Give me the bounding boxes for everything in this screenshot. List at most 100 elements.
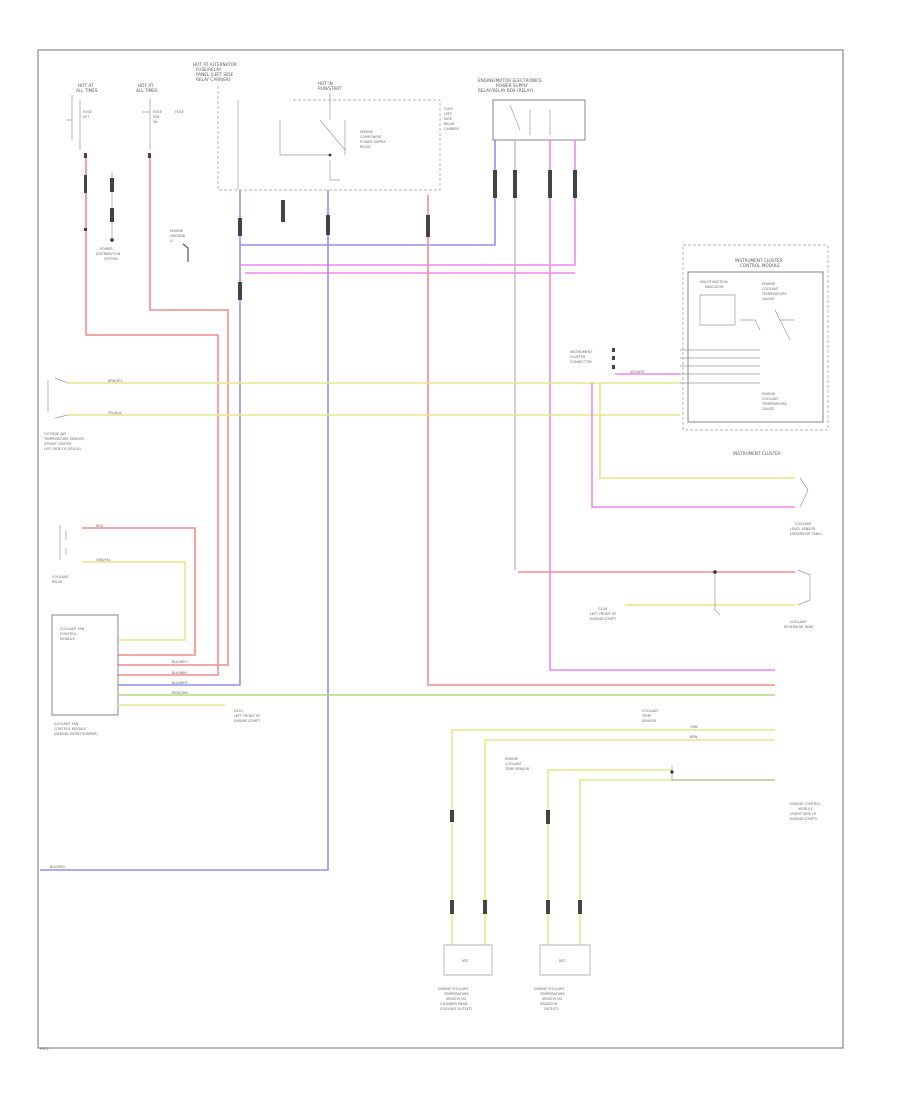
intake-label-3: (FRONT CENTER: [44, 442, 72, 446]
sensor-right-ntc: NTC: [559, 959, 566, 963]
coolant-level-1: COOLANT: [795, 522, 813, 526]
ground-mid-1: G104: [598, 607, 607, 611]
sensor-right-caption-5: OUTLET): [544, 1007, 559, 1011]
wire-yel-sensor-right-a: [547, 769, 672, 945]
relay-label-4: RELAY: [360, 145, 372, 149]
wire-label-blk-wht: BLK/WHT: [172, 660, 188, 664]
splice-dot: [110, 238, 114, 242]
coolant-module-title-3: MODULE: [60, 637, 75, 641]
wire-label-brn: BRN: [690, 735, 698, 739]
connector-pin: [612, 365, 615, 369]
bottom-left-wire-label: BLU/RED: [50, 865, 65, 869]
wire-label-red: RED: [96, 524, 103, 528]
coolant-module-title-1: COOLANT FAN: [60, 627, 85, 631]
sensor-right-caption-4: RADIATOR: [540, 1002, 558, 1006]
sensor-right-caption-1: ENGINE COOLANT: [534, 987, 566, 991]
wire-yel-sensor-left-b: [484, 739, 775, 945]
coolant-reservoir-1: COOLANT: [790, 620, 808, 624]
coolant-reservoir-2: RESERVOIR TANK: [784, 625, 814, 629]
relay-block-title-2: FUSE/RELAY: [196, 67, 222, 72]
wire-red-sf7: [85, 158, 219, 676]
coolant-module-title-2: CONTROL: [60, 632, 77, 636]
intake-label-4: LEFT SIDE OF GRILLE): [44, 447, 82, 451]
ic-title-1: INSTRUMENT CLUSTER: [735, 258, 783, 263]
ic-inner-label-2: COOLANT: [762, 287, 780, 291]
right-fuse-1: FUSE: [444, 107, 453, 111]
ecm-conn2-2: COOLANT: [505, 762, 523, 766]
connector-pin: [110, 178, 114, 192]
coolant-module-caption-2: CONTROL MODULE: [54, 727, 86, 731]
wire-blu-red-long: [40, 190, 329, 871]
instrument-cluster: INSTRUMENT CLUSTER CONTROL MODULE MULTIF…: [680, 244, 829, 456]
sensor-left-caption-3: SENSOR (AT: [446, 997, 467, 1001]
power-distribution-2: DISTRIBUTION: [96, 252, 121, 256]
wire-label-blk-brn: BLK/BRN: [172, 671, 187, 675]
coolant-module-caption-1: COOLANT FAN: [54, 722, 79, 726]
wire-label-grn: GRN: [690, 725, 698, 729]
fuse-sf7-label-1: FUSE: [83, 110, 92, 114]
coolant-level-3: (RESERVOIR TANK): [790, 532, 823, 536]
ic-title-2: CONTROL MODULE: [740, 263, 780, 268]
wire-pink-level-sensor: [591, 383, 795, 508]
ground-mid-2: LEFT FRONT OF: [590, 612, 616, 616]
coolant-fan-module: COOLANT FAN CONTROL MODULE COOLANT FAN C…: [51, 614, 775, 736]
power-distribution-3: SYSTEM: [104, 257, 118, 261]
intake-label-2: TEMPERATURE SENSOR: [43, 437, 84, 441]
ic-lower-label-1: ENGINE: [762, 392, 775, 396]
relay-block-title-1: HOT AT ALTERNATOR: [193, 62, 237, 67]
ecm-caption-1: ENGINE CONTROL: [790, 802, 821, 806]
ic-inner-title-1: MULTIFUNCTION: [700, 280, 728, 284]
sensor-left-caption-2: TEMPERATURE: [443, 992, 469, 996]
coolant-relay-label-2: RELAY: [52, 580, 64, 584]
fuse-sf8-group: HOT AT ALL TIMES FUSE SF8 5A FUSE: [136, 83, 184, 150]
coolant-module-caption-3: (BEHIND FRONT BUMPER): [54, 732, 99, 736]
ic-left-text-2: CLUSTER: [570, 355, 586, 359]
wire-label-grn-yel: GRN/YEL: [96, 558, 111, 562]
wire-yel-sensor-right-b: [579, 779, 775, 945]
relay-block-title-4: RELAY CARRIER): [196, 77, 231, 82]
hot-at-all-times-a-line2: ALL TIMES: [76, 88, 98, 93]
relay-contact-dot: [328, 153, 332, 157]
connector-pin: [84, 153, 87, 158]
ic-inner-box: [687, 271, 824, 423]
power-distribution-1: POWER: [100, 247, 113, 251]
engine-control-module: ENGINE CONTROL MODULE (RIGHT SIDE OF ENG…: [504, 709, 821, 821]
ecm-conn2-1: ENGINE: [505, 757, 518, 761]
relay-box-outline: [492, 99, 586, 141]
engine-ground-label-1: ENGINE: [170, 229, 183, 233]
ecm-caption-4: ENGINE COMPT): [790, 817, 818, 821]
wire-yel-sensor-left-a: [451, 729, 775, 945]
coolant-relay-label-1: COOLANT: [52, 575, 70, 579]
ic-left-text-1: INSTRUMENT: [570, 350, 593, 354]
relay-label-1: ENGINE: [360, 130, 373, 134]
coolant-relay: COOLANT RELAY RED GRN/YEL: [52, 524, 196, 656]
connector-pin: [612, 348, 615, 352]
relay-block-title-3: PANEL (LEFT SIDE: [196, 72, 234, 77]
top-right-title-1: ENGINE/MOTOR ELECTRONICS: [478, 78, 542, 83]
right-fuse-5: CARRIER: [444, 127, 460, 131]
connector-pin: [110, 208, 114, 222]
hot-at-all-times-b-line2: ALL TIMES: [136, 88, 158, 93]
sensor-right-caption-2: TEMPERATURE: [539, 992, 565, 996]
relay-block: HOT AT ALTERNATOR FUSE/RELAY PANEL (LEFT…: [193, 62, 460, 191]
ecm-conn2-3: TEMP SENSOR: [504, 767, 530, 771]
ecm-caption-2: MODULE: [798, 807, 813, 811]
hot-at-all-times-b-line1: HOT AT: [138, 83, 154, 88]
ic-outline: [682, 244, 829, 431]
engine-ground-label-2: GROUND: [170, 234, 186, 238]
wire-label-red-grn: RED/GRN: [172, 691, 188, 695]
wire-label-brn-yel: BRN/YEL: [108, 379, 123, 383]
ic-lower-label-4: GAUGE: [762, 407, 774, 411]
coolant-temp-sensor-right: NTC ENGINE COOLANT TEMPERATURE SENSOR (A…: [534, 944, 591, 1011]
fuse-sf7-label-2: SF7: [83, 115, 89, 119]
wire-label-blu-wht: BLU/WHT: [172, 681, 189, 685]
sensor-left-caption-5: COOLANT OUTLET): [440, 1007, 473, 1011]
relay-label-2: COMPONENT: [360, 135, 383, 139]
intake-label-1: OUTSIDE AIR: [44, 432, 67, 436]
connector-pin: [612, 356, 615, 360]
relay-box-hot-1: HOT IN: [318, 81, 333, 86]
inline-connectors: [84, 170, 582, 914]
wire-blue-top: [240, 140, 496, 246]
wire-red-long: [427, 195, 775, 686]
